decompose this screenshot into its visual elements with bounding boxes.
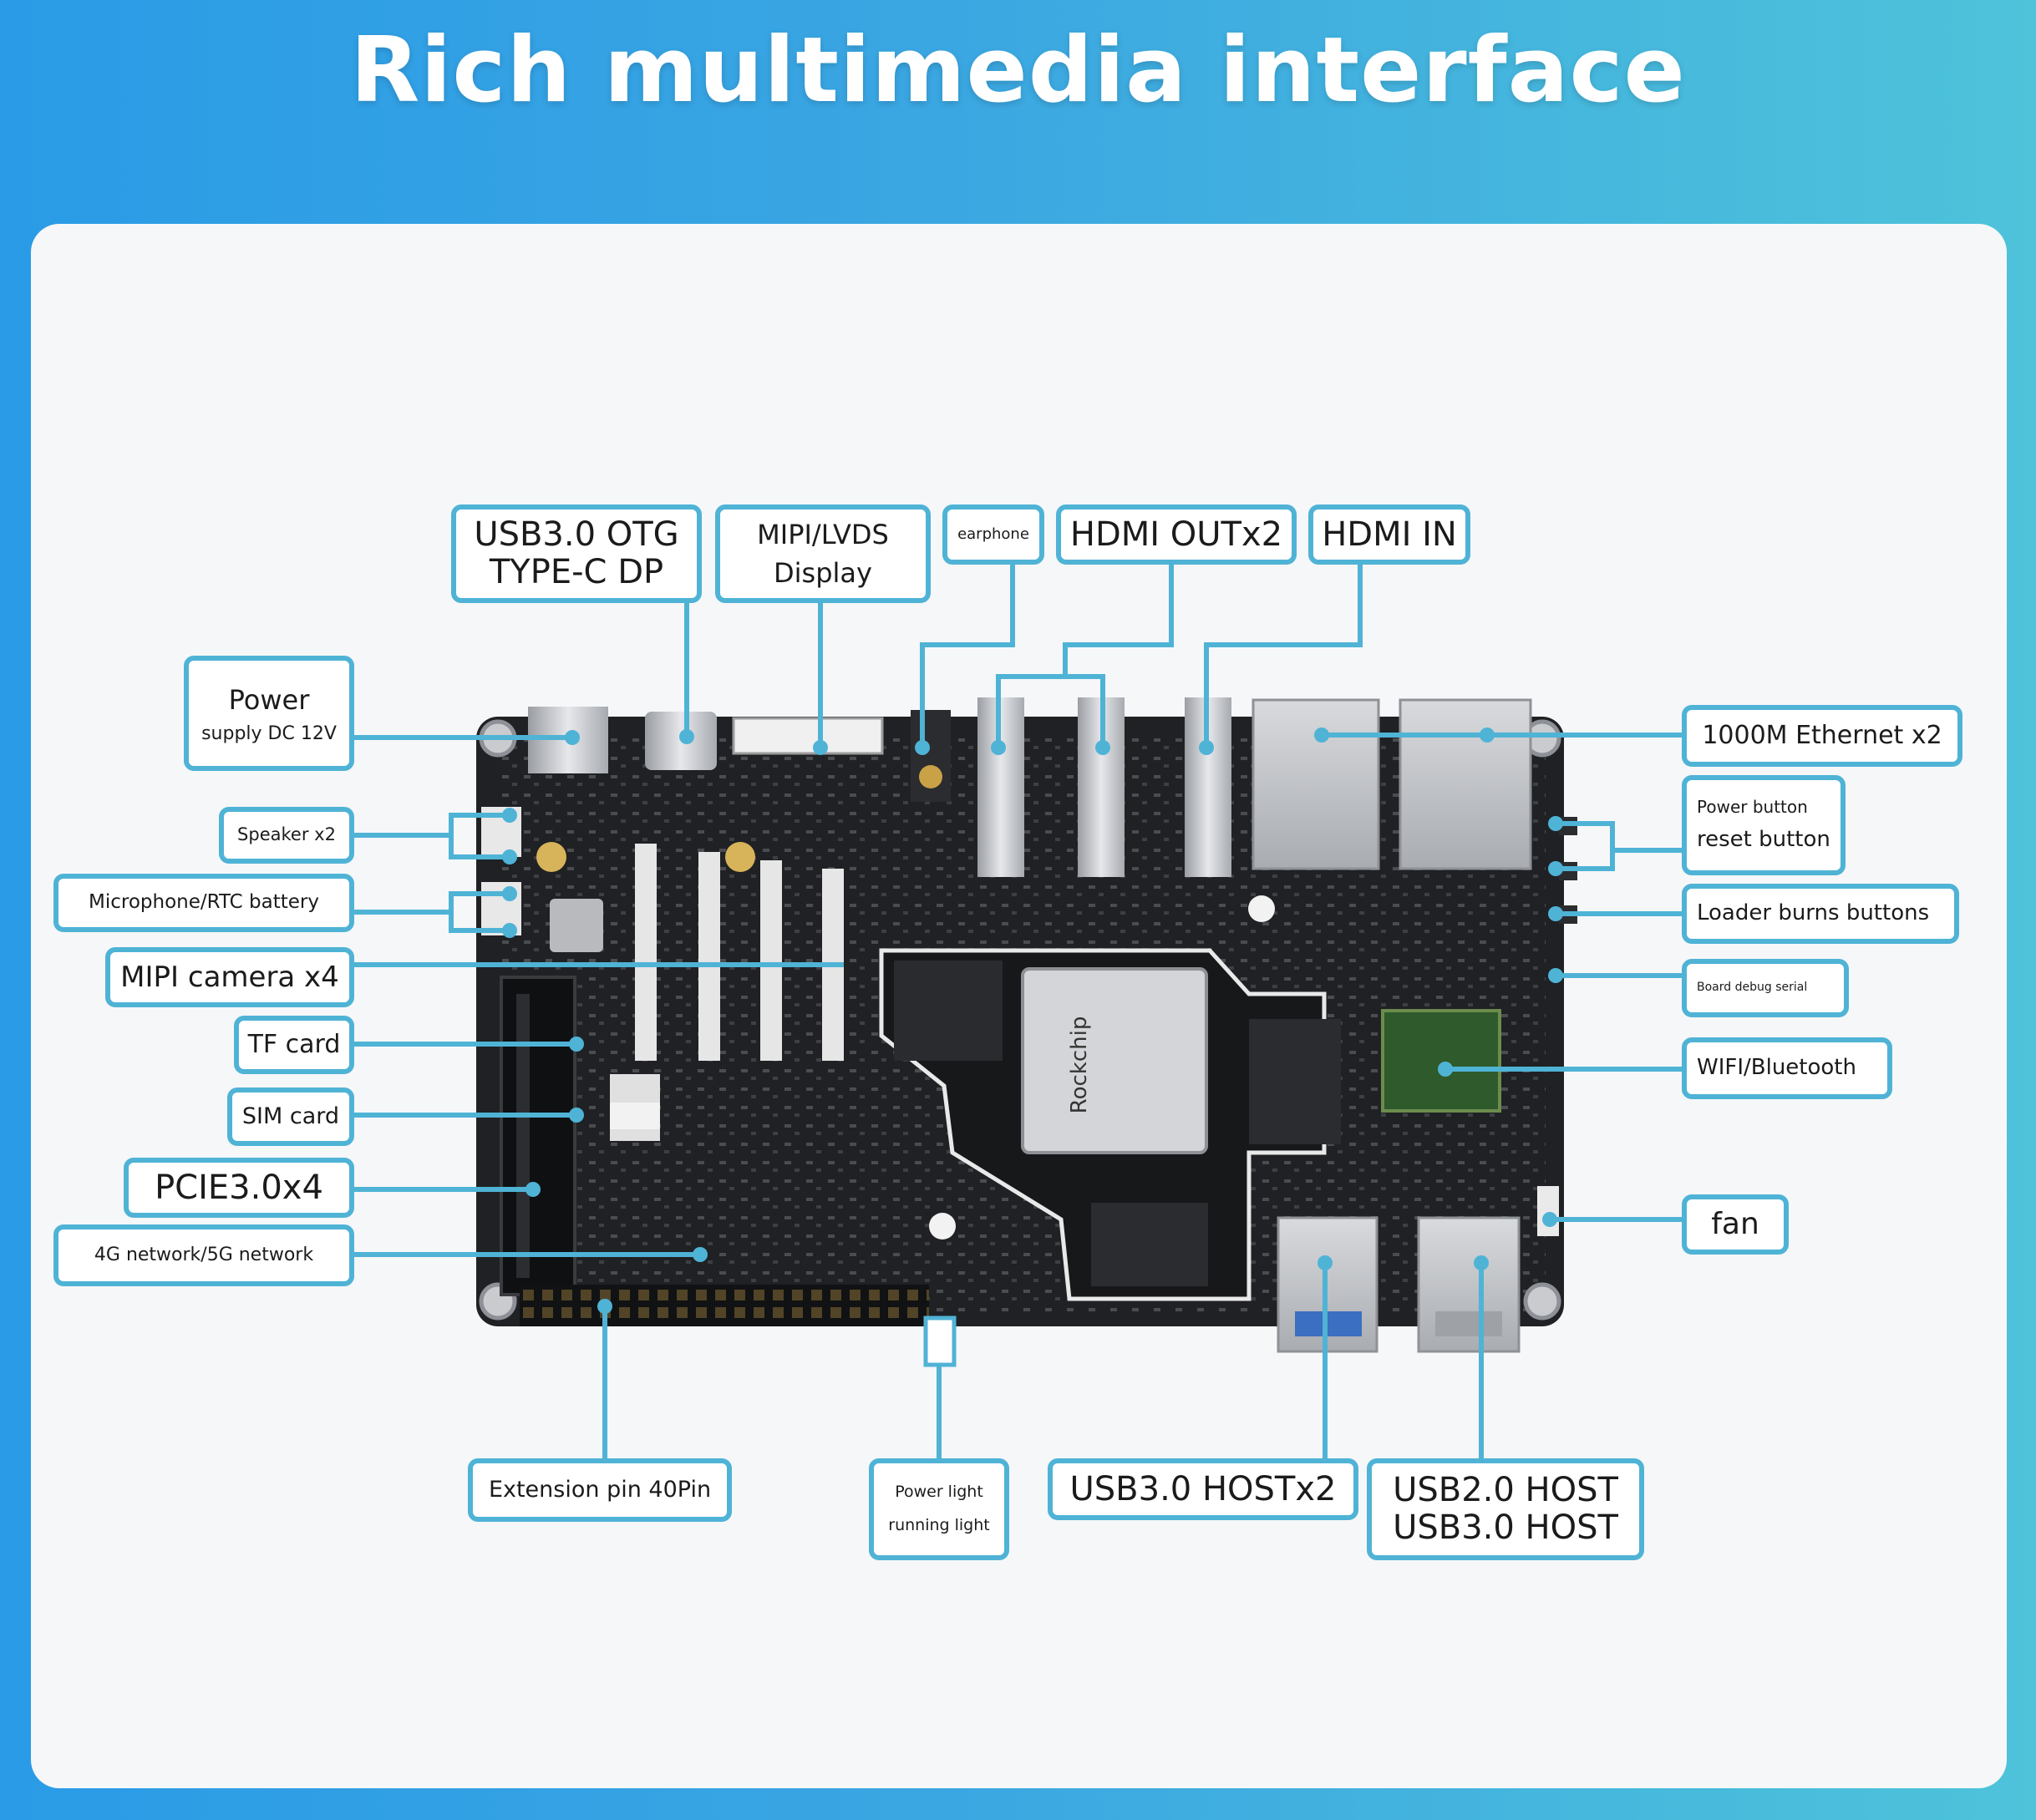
label-pcie: PCIE3.0x4: [124, 1158, 354, 1218]
display-ffc-connector: [732, 717, 884, 755]
usb2-usb3-host-port: [1417, 1216, 1521, 1353]
earphone-jack: [911, 710, 951, 802]
label-fan: fan: [1682, 1194, 1789, 1255]
soc-module: Rockchip: [879, 948, 1341, 1301]
label-extension-pin: Extension pin 40Pin: [468, 1458, 732, 1522]
pcie-slot: [500, 976, 576, 1296]
label-loader-buttons: Loader burns buttons: [1682, 884, 1959, 944]
label-power-supply: Power supply DC 12V: [184, 656, 354, 771]
mount-hole-icon: [1523, 1282, 1561, 1321]
fan-connector: [1537, 1186, 1559, 1236]
mipi-camera-connector: [760, 860, 782, 1061]
chip-brand-label: Rockchip: [1067, 1016, 1092, 1114]
soc-chip: [1021, 967, 1208, 1154]
label-ethernet: 1000M Ethernet x2: [1682, 705, 1962, 767]
wifi-bt-module: [1381, 1009, 1501, 1113]
label-usb3-otg: USB3.0 OTG TYPE-C DP: [451, 504, 702, 603]
label-hdmi-in: HDMI IN: [1308, 504, 1470, 565]
label-usb3-hostx2: USB3.0 HOSTx2: [1048, 1458, 1358, 1520]
label-usb2-usb3-host: USB2.0 HOST USB3.0 HOST: [1367, 1458, 1644, 1560]
label-debug-serial: Board debug serial: [1682, 959, 1849, 1017]
gpio-40pin-header: [520, 1285, 929, 1326]
label-earphone: earphone: [942, 504, 1044, 565]
label-mipi-camera: MIPI camera x4: [105, 947, 354, 1007]
label-mipi-lvds-display: MIPI/LVDS Display: [715, 504, 931, 603]
label-4g-5g-network: 4G network/5G network: [53, 1224, 354, 1286]
sim-card-slot: [610, 1103, 660, 1129]
label-hdmi-out: HDMI OUTx2: [1056, 504, 1297, 565]
led-lights: [923, 1316, 957, 1367]
callout-lines: [351, 565, 1683, 1462]
label-power-reset: Power button reset button: [1682, 775, 1846, 875]
label-tf-card: TF card: [234, 1016, 354, 1074]
mipi-camera-connector: [698, 852, 720, 1061]
page-title: Rich multimedia interface: [350, 18, 1686, 123]
ethernet-port-2: [1399, 698, 1532, 870]
callout-dots: [502, 727, 1563, 1314]
label-microphone-rtc: Microphone/RTC battery: [53, 874, 354, 932]
ethernet-port-1: [1252, 698, 1380, 870]
label-sim-card: SIM card: [227, 1087, 354, 1146]
mipi-camera-connector: [635, 844, 657, 1061]
label-wifi-bluetooth: WIFI/Bluetooth: [1682, 1037, 1892, 1099]
label-power-running-light: Power light running light: [869, 1458, 1009, 1560]
label-speaker: Speaker x2: [219, 807, 354, 864]
rtc-battery-holder: [550, 899, 603, 952]
